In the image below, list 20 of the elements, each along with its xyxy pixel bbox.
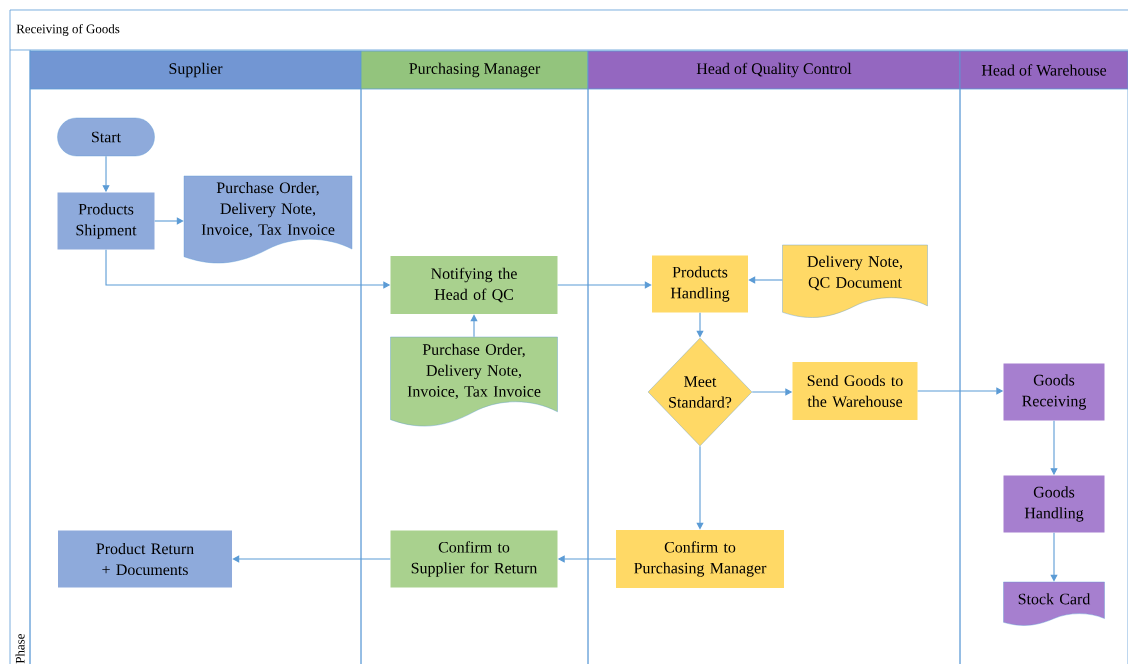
process-box: Goods Handling xyxy=(1003,475,1105,533)
arrow xyxy=(1050,532,1058,582)
process-box: Goods Receiving xyxy=(1003,363,1105,421)
process-box: Confirm to Purchasing Manager xyxy=(616,530,784,588)
process-box: Notifying the Head of QC xyxy=(390,256,558,314)
phase-label: Phase xyxy=(15,634,25,664)
process-box: Products Shipment xyxy=(57,192,155,250)
process-box: Products Handling xyxy=(652,255,748,313)
process-box: Product Return + Documents xyxy=(58,530,232,588)
process-box: Send Goods to the Warehouse xyxy=(792,362,918,420)
arrow xyxy=(748,276,783,284)
arrow xyxy=(154,217,184,225)
arrow xyxy=(696,312,704,338)
arrow xyxy=(557,281,652,289)
start-terminator: Start xyxy=(57,117,155,157)
arrow xyxy=(696,445,704,530)
arrow xyxy=(470,314,478,338)
process-box: Confirm to Supplier for Return xyxy=(390,530,558,588)
arrow xyxy=(232,555,391,563)
pool-title: Receiving of Goods xyxy=(16,24,120,36)
